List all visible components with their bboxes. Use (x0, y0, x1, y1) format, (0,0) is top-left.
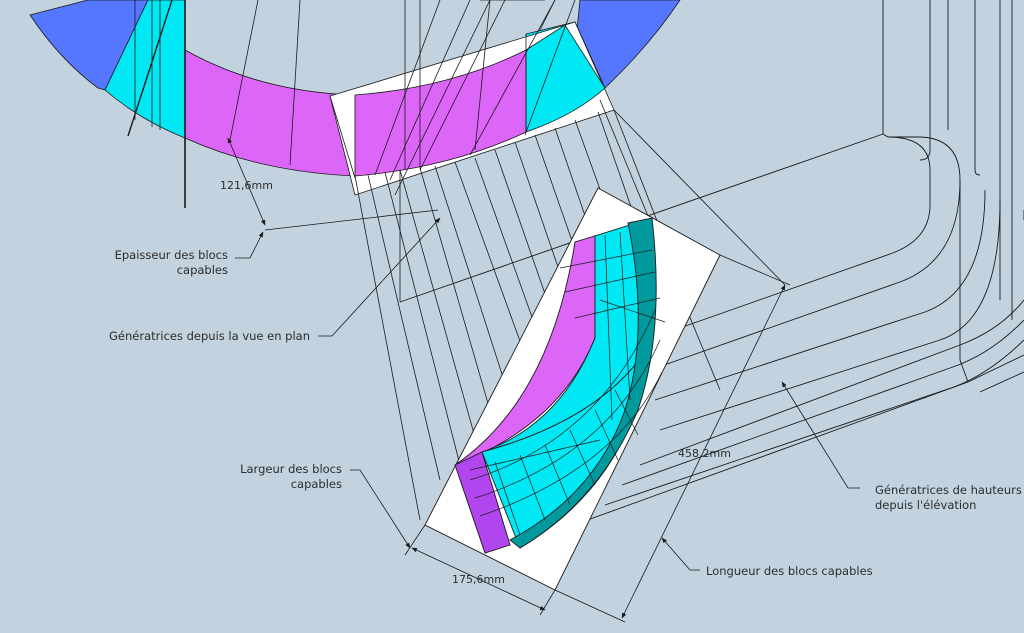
block-purple-end (454, 451, 511, 554)
thickness-dim-line (227, 137, 266, 226)
ring-cyan-right-block (525, 24, 606, 133)
leader-thickness (235, 231, 264, 259)
thickness-label-line2: capables (177, 263, 228, 277)
block-grid-lines (469, 231, 666, 536)
width-label-line2: capables (291, 477, 342, 491)
thickness-label-line1: Epaisseur des blocs (115, 248, 228, 262)
elevation-view (399, 0, 1024, 531)
plan-radial-lines (127, 0, 556, 208)
width-dim-line (411, 547, 546, 611)
leader-lines (235, 217, 860, 571)
height-generatrices-line2: depuis l'élévation (875, 498, 976, 512)
dimension-lines (227, 137, 791, 623)
leader-length (661, 537, 700, 571)
plan-ring (29, 0, 681, 196)
width-label-line1: Largeur des blocs (240, 462, 342, 476)
length-dim-line (621, 284, 786, 619)
plan-generatrices-label: Génératrices depuis la vue en plan (109, 329, 310, 343)
width-dimension: 175,6mm (452, 573, 505, 586)
height-generatrices-line1: Génératrices de hauteurs (875, 483, 1022, 497)
length-label: Longueur des blocs capables (706, 564, 873, 578)
leader-plan (318, 217, 441, 337)
thickness-dimension: 121,6mm (220, 179, 273, 192)
length-dimension: 458,2mm (678, 447, 731, 460)
leader-width (350, 469, 411, 549)
block-magenta-arch (454, 235, 596, 466)
leader-height (781, 381, 860, 489)
